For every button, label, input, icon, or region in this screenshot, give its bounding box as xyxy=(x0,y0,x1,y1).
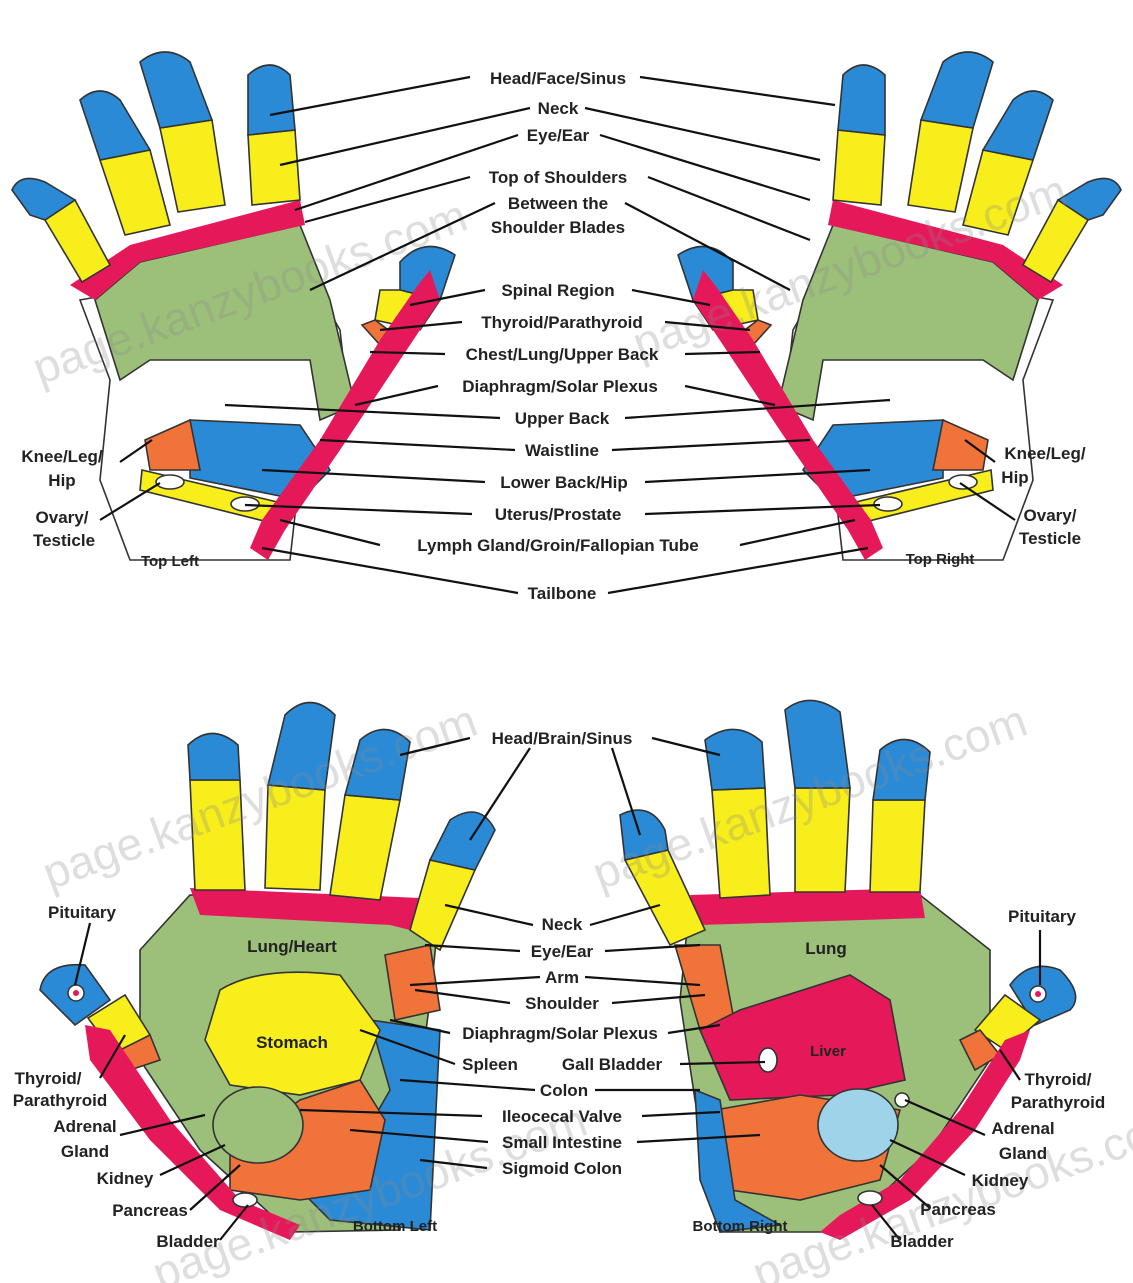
label-neck-bottom: Neck xyxy=(542,915,583,934)
label-neck: Neck xyxy=(538,99,579,118)
label-sigmoid-colon: Sigmoid Colon xyxy=(502,1159,622,1178)
label-bottom-left: Bottom Left xyxy=(353,1218,437,1235)
label-ovary-left-1: Ovary/ xyxy=(36,508,89,527)
label-thyroid-parathyroid: Thyroid/Parathyroid xyxy=(481,313,643,332)
label-spleen: Spleen xyxy=(462,1055,518,1074)
label-top-of-shoulders: Top of Shoulders xyxy=(489,168,628,187)
label-top-left: Top Left xyxy=(141,553,199,570)
label-arm: Arm xyxy=(545,968,579,987)
label-pancreas-right: Pancreas xyxy=(920,1200,996,1219)
label-adrenal-right-2: Gland xyxy=(999,1144,1047,1163)
label-between-blades-1: Between the xyxy=(508,194,608,213)
label-bottom-right: Bottom Right xyxy=(693,1218,788,1235)
label-liver: Liver xyxy=(810,1043,846,1060)
label-bladder-right: Bladder xyxy=(890,1232,954,1251)
label-kidney-left: Kidney xyxy=(97,1169,154,1188)
label-gall-bladder: Gall Bladder xyxy=(562,1055,663,1074)
label-colon: Colon xyxy=(540,1081,588,1100)
label-kidney-right: Kidney xyxy=(972,1171,1029,1190)
label-adrenal-right-1: Adrenal xyxy=(991,1119,1054,1138)
label-between-blades-2: Shoulder Blades xyxy=(491,218,625,237)
label-upper-back: Upper Back xyxy=(515,409,610,428)
label-knee-leg-right-1: Knee/Leg/ xyxy=(1004,444,1086,463)
label-tailbone: Tailbone xyxy=(528,584,597,603)
label-spinal-region: Spinal Region xyxy=(501,281,614,300)
label-pancreas-left: Pancreas xyxy=(112,1201,188,1220)
label-adrenal-left-2: Gland xyxy=(61,1142,109,1161)
watermark-text-3: page.kanzybooks.com xyxy=(36,694,484,899)
label-knee-leg-right-2: Hip xyxy=(1001,468,1028,487)
label-waistline: Waistline xyxy=(525,441,599,460)
label-eye-ear-bottom: Eye/Ear xyxy=(531,942,594,961)
bottom-left-finger-index xyxy=(410,812,495,950)
label-knee-leg-left-2: Hip xyxy=(48,471,75,490)
label-thyroid-left-2: Parathyroid xyxy=(13,1091,107,1110)
label-small-intestine: Small Intestine xyxy=(502,1133,622,1152)
label-thyroid-right-2: Parathyroid xyxy=(1011,1093,1105,1112)
label-chest-lung-upper-back: Chest/Lung/Upper Back xyxy=(466,345,659,364)
label-lower-back-hip: Lower Back/Hip xyxy=(500,473,628,492)
label-pituitary-right: Pituitary xyxy=(1008,907,1077,926)
label-ovary-right-1: Ovary/ xyxy=(1024,506,1077,525)
label-ileocecal-valve: Ileocecal Valve xyxy=(502,1107,622,1126)
label-pituitary-left: Pituitary xyxy=(48,903,117,922)
label-thyroid-left-1: Thyroid/ xyxy=(14,1069,81,1088)
label-shoulder: Shoulder xyxy=(525,994,599,1013)
label-uterus-prostate: Uterus/Prostate xyxy=(495,505,622,524)
label-ovary-left-2: Testicle xyxy=(33,531,95,550)
top-left-finger-index xyxy=(248,65,300,205)
label-bladder-left: Bladder xyxy=(156,1232,220,1251)
label-eye-ear: Eye/Ear xyxy=(527,126,590,145)
label-lung-heart: Lung/Heart xyxy=(247,937,337,956)
label-lung: Lung xyxy=(805,939,847,958)
label-diaphragm-solar-plexus-bottom: Diaphragm/Solar Plexus xyxy=(462,1024,658,1043)
label-head-face-sinus: Head/Face/Sinus xyxy=(490,69,626,88)
label-top-right: Top Right xyxy=(906,551,975,568)
label-stomach: Stomach xyxy=(256,1033,328,1052)
label-lymph-gland: Lymph Gland/Groin/Fallopian Tube xyxy=(417,536,698,555)
label-adrenal-left-1: Adrenal xyxy=(53,1117,116,1136)
label-knee-leg-left-1: Knee/Leg/ xyxy=(21,447,103,466)
top-left-finger-pinky xyxy=(12,178,110,282)
label-head-brain-sinus: Head/Brain/Sinus xyxy=(492,729,633,748)
label-ovary-right-2: Testicle xyxy=(1019,529,1081,548)
label-diaphragm-solar-plexus: Diaphragm/Solar Plexus xyxy=(462,377,658,396)
label-thyroid-right-1: Thyroid/ xyxy=(1024,1070,1091,1089)
